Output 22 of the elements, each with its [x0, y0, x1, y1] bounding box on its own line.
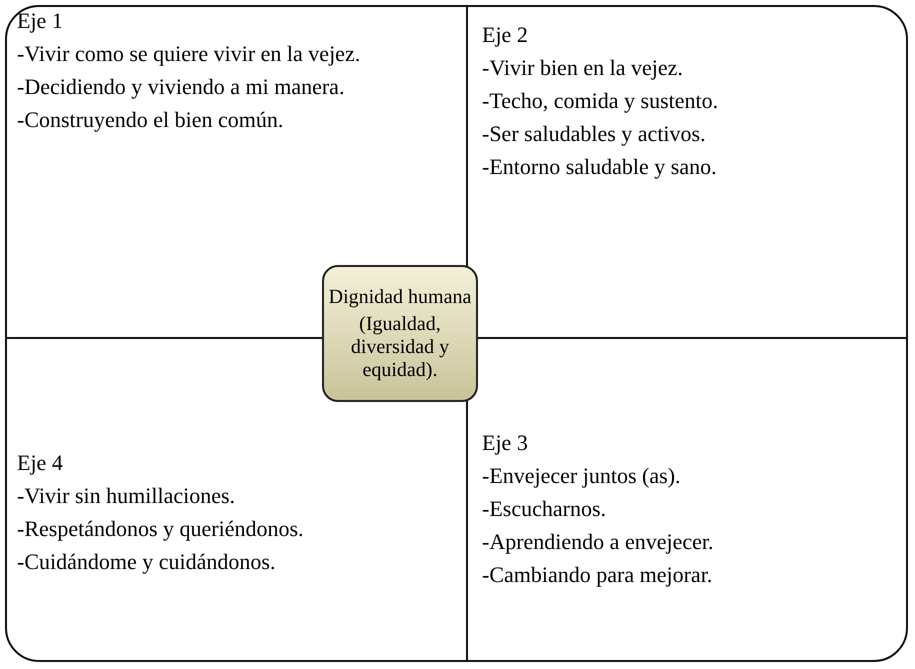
- list-item: -Cambiando para mejorar.: [482, 562, 714, 587]
- list-item: -Vivir como se quiere vivir en la vejez.: [17, 41, 362, 66]
- list-item: -Envejecer juntos (as).: [482, 463, 682, 488]
- list-item: -Decidiendo y viviendo a mi manera.: [17, 74, 346, 99]
- center-subtitle: (Igualdad, diversidad y equidad).: [350, 312, 450, 382]
- axis-heading: Eje 2: [482, 22, 529, 47]
- list-item: -Cuidándome y cuidándonos.: [17, 549, 276, 574]
- axis-heading: Eje 3: [482, 430, 529, 455]
- center-box: [322, 265, 478, 402]
- list-item: -Aprendiendo a envejecer.: [482, 529, 714, 554]
- axis-heading: Eje 4: [17, 450, 64, 475]
- axis-heading: Eje 1: [17, 8, 64, 33]
- list-item: -Ser saludables y activos.: [482, 121, 707, 146]
- list-item: -Entorno saludable y sano.: [482, 154, 718, 179]
- list-item: -Respetándonos y queriéndonos.: [17, 516, 305, 541]
- list-item: -Vivir sin humillaciones.: [17, 483, 236, 508]
- list-item: -Vivir bien en la vejez.: [482, 55, 684, 80]
- frame-border: [5, 5, 908, 662]
- list-item: -Techo, comida y sustento.: [482, 88, 720, 113]
- list-item: -Construyendo el bien común.: [17, 107, 284, 132]
- center-title: Dignidad humana: [328, 286, 472, 308]
- list-item: -Escucharnos.: [482, 496, 608, 521]
